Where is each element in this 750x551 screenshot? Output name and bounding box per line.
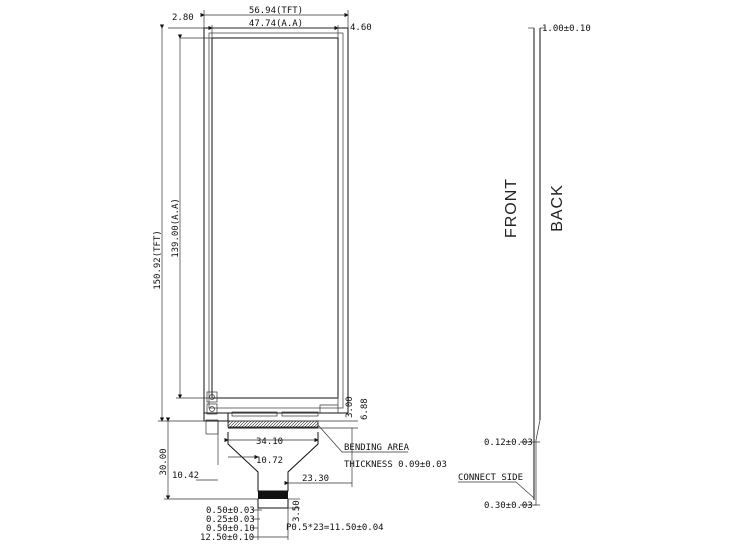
dim-height-aa: 139.00(A.A) bbox=[171, 198, 181, 258]
bending-area-hatch bbox=[227, 420, 319, 428]
dim-pin-4: 12.50±0.10 bbox=[200, 533, 254, 543]
panel-outline bbox=[203, 27, 349, 414]
label-thickness: THICKNESS 0.09±0.03 bbox=[344, 460, 447, 470]
label-bending-area: BENDING AREA bbox=[344, 443, 410, 453]
dim-contact-thickness: 0.30±0.03 bbox=[484, 501, 533, 511]
panel-notch-right bbox=[319, 404, 339, 413]
front-view bbox=[203, 27, 349, 509]
panel-inner-frame bbox=[208, 32, 344, 409]
dim-right-margin: 4.60 bbox=[350, 23, 372, 33]
marker-box-1 bbox=[206, 391, 218, 403]
front-dimensions: 56.94(TFT) 47.74(A.A) 2.80 4.60 150.92(T… bbox=[153, 6, 447, 543]
side-view: 1.00±0.10 FRONT BACK 0.12±0.03 CONNECT S… bbox=[458, 24, 591, 511]
dim-pin-3: 0.50±0.10 bbox=[206, 524, 255, 534]
dim-width-tft: 56.94(TFT) bbox=[249, 6, 303, 16]
dim-pitch: P0.5*23=11.50±0.04 bbox=[286, 523, 384, 533]
dim-bottom-b: 6.88 bbox=[360, 398, 370, 420]
label-front: FRONT bbox=[503, 178, 520, 238]
dim-fpc-width-mid: 10.72 bbox=[256, 456, 283, 466]
panel-pad-right bbox=[281, 411, 319, 417]
dim-height-tft: 150.92(TFT) bbox=[153, 230, 163, 290]
marker-box-3 bbox=[205, 419, 219, 435]
dim-fpc-width-top: 34.10 bbox=[256, 437, 283, 447]
dim-fpc-left: 10.42 bbox=[172, 471, 199, 481]
dim-fpc-length: 30.00 bbox=[159, 448, 169, 475]
dim-fpc-thickness: 0.12±0.03 bbox=[484, 438, 533, 448]
active-area bbox=[211, 37, 339, 399]
dim-top-margin: 2.80 bbox=[172, 13, 194, 23]
panel-step-left bbox=[203, 413, 229, 422]
label-connect-side: CONNECT SIDE bbox=[458, 473, 523, 483]
fpc-stiffener bbox=[257, 499, 289, 509]
label-back: BACK bbox=[549, 184, 566, 232]
dim-pin-1: 0.50±0.03 bbox=[206, 506, 255, 516]
panel-pad-left bbox=[231, 411, 278, 417]
fpc-contacts bbox=[258, 491, 288, 499]
dim-width-aa: 47.74(A.A) bbox=[249, 19, 303, 29]
dim-pin-2: 0.25±0.03 bbox=[206, 515, 255, 525]
marker-box-2 bbox=[206, 403, 218, 415]
dim-bottom-a: 3.00 bbox=[345, 396, 355, 418]
dim-fpc-tail: 3.50 bbox=[292, 500, 302, 522]
dim-fpc-offset: 23.30 bbox=[302, 474, 329, 484]
dim-side-thickness: 1.00±0.10 bbox=[542, 24, 591, 34]
